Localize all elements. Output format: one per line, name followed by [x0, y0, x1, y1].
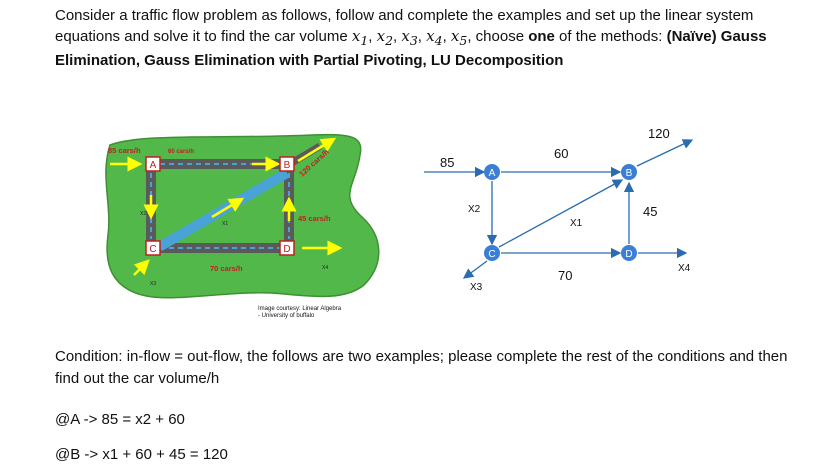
photo-label-x4: X4	[322, 265, 328, 271]
graph-node-a	[484, 164, 500, 180]
var-x3: x3	[401, 27, 418, 48]
photo-node-c: C	[149, 244, 156, 255]
methods-list: (Naïve) Gauss Elimination, Gauss Elimina…	[55, 28, 767, 69]
image-caption: Image courtesy: Linear Algebra - Univers…	[258, 306, 342, 319]
var-x1: x1	[351, 27, 369, 48]
var-x5: x5	[450, 27, 468, 48]
photo-label-x3: X3	[150, 281, 156, 287]
photo-node-a: A	[150, 160, 157, 171]
traffic-flow-graph: A B C D 85 60 120 45 70 X2 X1 X3 X4	[424, 126, 694, 292]
graph-label-x2: X2	[468, 204, 481, 215]
graph-label-45: 45	[643, 204, 657, 219]
photo-label-in-a: 85 cars/h	[108, 146, 141, 155]
photo-label-x2: X2	[140, 211, 146, 217]
graph-label-x1: X1	[570, 218, 583, 229]
graph-node-b	[621, 164, 637, 180]
graph-node-d	[621, 245, 637, 261]
edge-b-out	[636, 139, 694, 167]
example-equation-b: @B -> x1 + 60 + 45 = 120	[55, 446, 228, 463]
graph-node-b-label: B	[626, 168, 633, 179]
example-equation-a: @A -> 85 = x2 + 60	[55, 411, 185, 428]
question-text: Consider a traffic flow problem as follo…	[55, 7, 767, 69]
edge-c-out	[462, 260, 488, 279]
graph-node-a-label: A	[489, 168, 496, 179]
graph-label-60: 60	[554, 146, 568, 161]
photo-label-x1: X1	[222, 221, 228, 227]
graph-label-85: 85	[440, 155, 454, 170]
photo-node-d: D	[283, 244, 290, 255]
photo-label-cd: 70 cars/h	[210, 264, 243, 273]
graph-label-x3: X3	[470, 282, 483, 292]
traffic-map-illustration: A B C D 85 cars/h 60 cars/h 120 cars/h 4…	[105, 133, 380, 299]
edge-c-b	[498, 179, 624, 248]
graph-label-70: 70	[558, 268, 572, 283]
graph-label-x4: X4	[678, 263, 691, 274]
var-x4: x4	[426, 27, 443, 48]
condition-text: Condition: in-flow = out-flow, the follo…	[55, 348, 788, 387]
graph-label-120: 120	[648, 126, 670, 141]
photo-label-bd: 45 cars/h	[298, 214, 331, 223]
green-blob	[105, 133, 380, 299]
var-x2: x2	[376, 27, 394, 48]
photo-node-b: B	[284, 160, 291, 171]
graph-node-c-label: C	[488, 249, 495, 260]
graph-node-c	[484, 245, 500, 261]
photo-label-ab: 60 cars/h	[168, 149, 194, 155]
graph-node-d-label: D	[625, 249, 632, 260]
